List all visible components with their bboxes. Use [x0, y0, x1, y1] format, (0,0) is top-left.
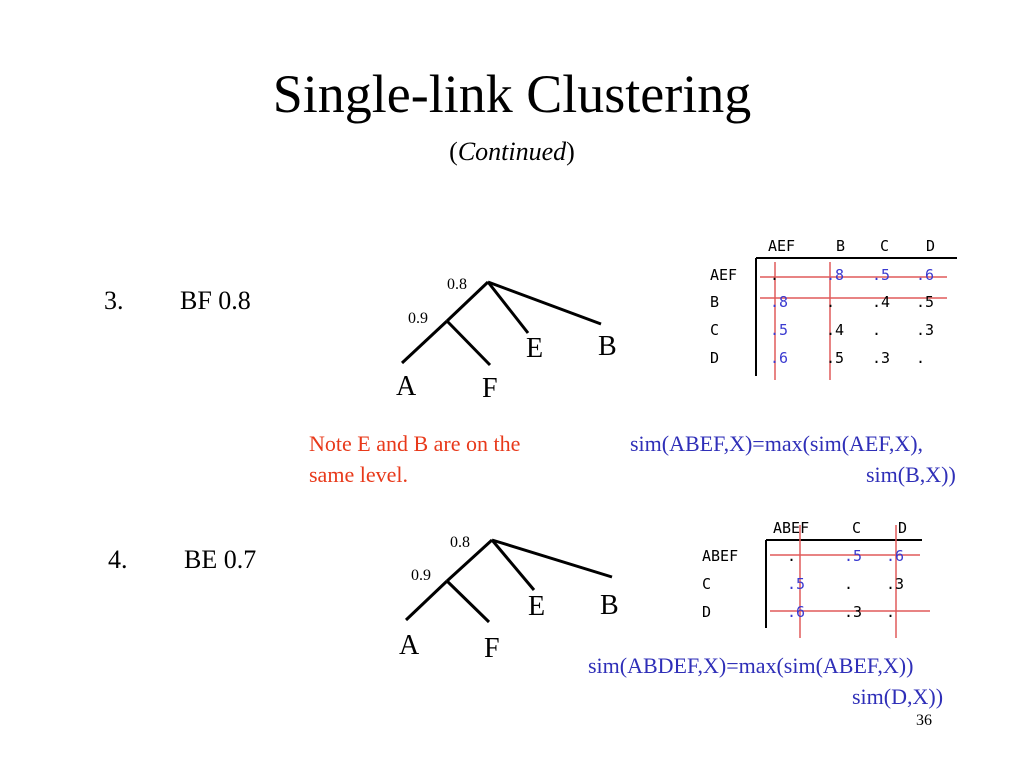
step3-number: 3.	[104, 286, 124, 315]
matrix-cell: .5	[872, 266, 891, 284]
tree-edge	[486, 281, 530, 334]
matrix-col-header: C	[852, 519, 862, 537]
tree3-inner-sim: 0.9	[408, 310, 428, 327]
matrix-cell: .5	[844, 547, 863, 565]
slide-subtitle: (Continued)	[449, 137, 575, 166]
note-text: Note E and B are on the same level.	[309, 428, 520, 490]
matrix-cell: .6	[787, 603, 806, 621]
matrix-cell: .8	[826, 266, 845, 284]
matrix-row-header: AEF	[710, 266, 738, 284]
matrix-col-header: D	[926, 237, 936, 255]
matrix-cell: .3	[844, 603, 863, 621]
matrix-row-header: D	[702, 603, 712, 621]
matrix-cell: .3	[872, 349, 891, 367]
matrix-cell: .	[844, 575, 854, 593]
matrix-cell: .	[872, 321, 882, 339]
matrix-step3-lines	[755, 257, 957, 380]
formula-step4-line2: sim(D,X))	[852, 684, 944, 709]
tree4-leaf-b: B	[600, 590, 619, 621]
matrix-cell: .	[770, 266, 780, 284]
formula-step3-line1: sim(ABEF,X)=max(sim(AEF,X),	[630, 431, 924, 456]
matrix-cell: .6	[886, 547, 905, 565]
tree3-leaf-f: F	[482, 373, 498, 404]
tree-edge	[490, 539, 536, 591]
tree-edge	[445, 280, 490, 323]
matrix-row-header: C	[710, 321, 720, 339]
matrix-col-header: ABEF	[773, 519, 810, 537]
dendrogram-step3	[400, 280, 602, 367]
matrix-cell: .3	[886, 575, 905, 593]
tree3-root-sim: 0.8	[447, 276, 467, 293]
tree4-leaf-e: E	[528, 591, 546, 622]
matrix-row-header: C	[702, 575, 712, 593]
matrix-cell: .3	[916, 321, 935, 339]
formula-step4-line1: sim(ABDEF,X)=max(sim(ABEF,X))	[588, 653, 914, 678]
tree4-leaf-a: A	[399, 630, 420, 661]
step4-number: 4.	[108, 545, 128, 574]
dendrogram-step4	[404, 538, 613, 624]
note-line: Note E and B are on the	[309, 431, 521, 456]
matrix-col-header: AEF	[768, 237, 796, 255]
matrix-cell: .	[916, 349, 926, 367]
matrix-row-header: ABEF	[702, 547, 739, 565]
matrix-step4-lines	[765, 525, 930, 638]
matrix-row-header: B	[710, 293, 720, 311]
page-number: 36	[916, 712, 932, 729]
matrix-cell: .5	[770, 321, 789, 339]
step3-label: BF 0.8	[180, 286, 251, 315]
tree3-leaf-b: B	[598, 331, 617, 362]
matrix-cell: .8	[770, 293, 789, 311]
tree4-inner-sim: 0.9	[411, 567, 431, 584]
matrix-cell: .6	[916, 266, 935, 284]
matrix-col-header: C	[880, 237, 890, 255]
tree-edge	[487, 280, 602, 326]
tree4-leaf-f: F	[484, 633, 500, 664]
matrix-col-header: D	[898, 519, 908, 537]
matrix-cell: .5	[787, 575, 806, 593]
matrix-cell: .4	[872, 293, 891, 311]
matrix-cell: .	[826, 293, 836, 311]
step4-label: BE 0.7	[184, 545, 257, 574]
note-line: same level.	[309, 462, 408, 487]
tree-edge	[445, 579, 491, 624]
matrix-row-header: D	[710, 349, 720, 367]
matrix-cell: .5	[826, 349, 845, 367]
tree-edge	[445, 319, 492, 367]
formula-step3-line2: sim(B,X))	[866, 462, 956, 487]
matrix-cell: .5	[916, 293, 935, 311]
tree4-root-sim: 0.8	[450, 534, 470, 551]
matrix-cell: .4	[826, 321, 845, 339]
tree-edge	[445, 538, 494, 583]
tree3-leaf-a: A	[396, 371, 417, 402]
slide-title: Single-link Clustering	[272, 64, 752, 124]
tree3-leaf-e: E	[526, 333, 544, 364]
matrix-cell: .	[787, 547, 797, 565]
matrix-cell: .	[886, 603, 896, 621]
tree-edge	[400, 319, 449, 365]
tree-edge	[404, 579, 449, 622]
matrix-col-header: B	[836, 237, 846, 255]
tree-edge	[491, 538, 613, 579]
matrix-cell: .6	[770, 349, 789, 367]
